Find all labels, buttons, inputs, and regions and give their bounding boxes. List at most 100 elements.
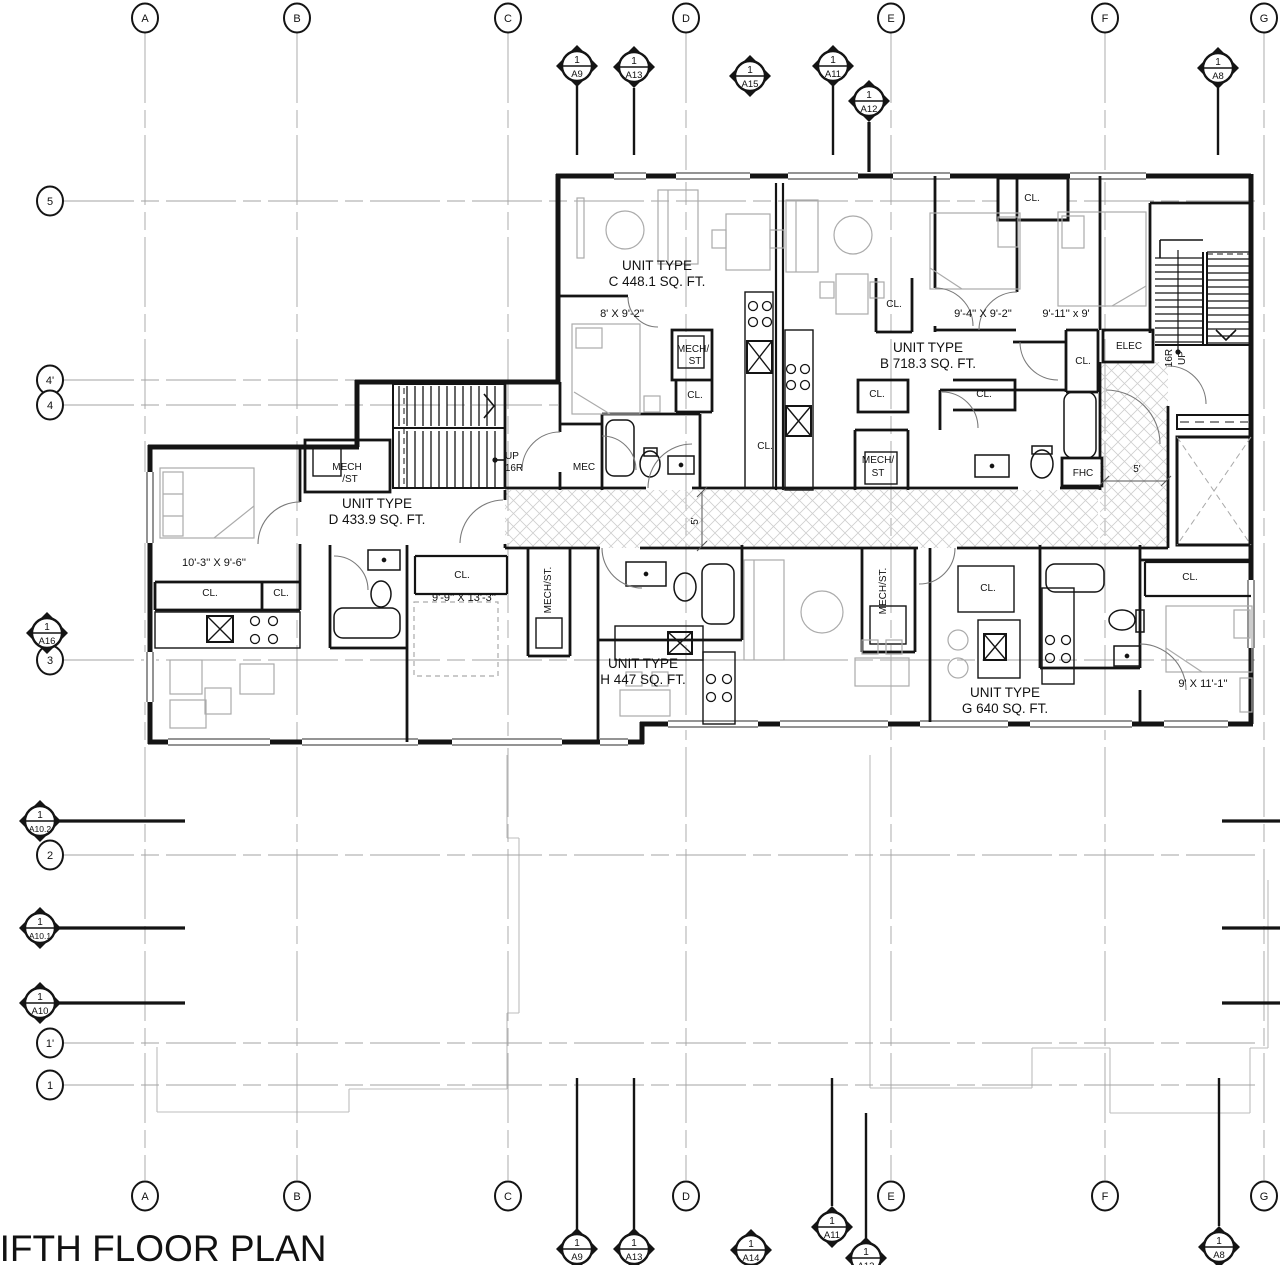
room-dimension: 8' X 9'-2'' <box>600 308 644 320</box>
svg-text:A: A <box>141 13 149 25</box>
svg-text:B: B <box>293 1191 300 1203</box>
svg-text:1: 1 <box>830 55 836 66</box>
unit-label-line2: D 433.9 SQ. FT. <box>329 512 426 527</box>
svg-text:A8: A8 <box>1212 71 1224 82</box>
bath-fixtures <box>333 391 1145 667</box>
room-label: MECH/ <box>677 344 709 355</box>
svg-text:E: E <box>887 1191 894 1203</box>
room-label: CL. <box>886 299 902 310</box>
svg-text:A: A <box>141 1191 149 1203</box>
room-label: CL. <box>202 588 218 599</box>
unit-label-line2: B 718.3 SQ. FT. <box>880 356 976 371</box>
unit-label-line2: C 448.1 SQ. FT. <box>609 274 706 289</box>
svg-text:1: 1 <box>574 55 580 66</box>
detail-callout-A9: 1A9 <box>556 45 598 155</box>
grid-bubble-A: A <box>131 2 159 34</box>
grid-bubble-B: B <box>283 2 311 34</box>
grid-bubble-G: G <box>1250 2 1278 34</box>
dimension-marks <box>492 250 1181 552</box>
svg-text:1: 1 <box>37 810 43 821</box>
svg-text:A10.2: A10.2 <box>29 824 51 834</box>
room-label: MECH/ST. <box>878 568 889 615</box>
svg-text:C: C <box>504 13 512 25</box>
svg-text:E: E <box>887 13 894 25</box>
svg-text:1': 1' <box>46 1038 54 1050</box>
svg-text:5: 5 <box>47 196 53 208</box>
svg-text:C: C <box>504 1191 512 1203</box>
room-label: ST <box>689 356 702 367</box>
room-label: CL. <box>1075 356 1091 367</box>
room-label: 5' <box>1133 464 1141 475</box>
svg-text:1: 1 <box>1216 1236 1222 1247</box>
svg-text:A12: A12 <box>858 1261 875 1265</box>
grid-bubble-C: C <box>494 1180 522 1212</box>
room-label: CL. <box>1182 572 1198 583</box>
unit-label-line2: H 447 SQ. FT. <box>600 672 686 687</box>
ghost-outline <box>156 755 1269 1114</box>
grid-bubble-C: C <box>494 2 522 34</box>
svg-text:A8: A8 <box>1213 1250 1225 1261</box>
svg-text:1: 1 <box>829 1216 835 1227</box>
unit-label-line1: UNIT TYPE <box>608 656 678 671</box>
svg-text:F: F <box>1102 13 1109 25</box>
elevator <box>1175 414 1253 547</box>
furniture <box>159 189 1253 729</box>
corridor-hatch <box>505 362 1168 548</box>
grid-bubble-1: 1 <box>36 1069 64 1101</box>
grid-bubble-E: E <box>877 2 905 34</box>
room-label: MECH/ <box>862 455 894 466</box>
room-label: CL. <box>273 588 289 599</box>
room-label: CL. <box>757 441 773 452</box>
room-label: 16R <box>505 463 523 474</box>
svg-text:1: 1 <box>631 1238 637 1249</box>
room-label: UP <box>505 451 519 462</box>
door-swings <box>257 287 1207 691</box>
svg-text:1: 1 <box>37 992 43 1003</box>
room-label: /ST <box>342 474 358 485</box>
grid-bubble-F: F <box>1091 2 1119 34</box>
drawing-title: FIFTH FLOOR PLAN <box>0 1228 327 1265</box>
room-label: UP <box>1177 351 1188 365</box>
room-label: MEC <box>573 462 595 473</box>
svg-text:1: 1 <box>574 1238 580 1249</box>
svg-text:A12: A12 <box>861 104 878 115</box>
svg-text:D: D <box>682 13 690 25</box>
unit-label-line1: UNIT TYPE <box>622 258 692 273</box>
svg-text:A14: A14 <box>743 1253 760 1264</box>
grid-bubble-2: 2 <box>36 839 64 871</box>
svg-text:A11: A11 <box>825 69 841 80</box>
svg-text:1: 1 <box>863 1247 869 1258</box>
grid-bubble-D: D <box>672 1180 700 1212</box>
room-label: CL. <box>976 389 992 400</box>
svg-text:A10.1: A10.1 <box>29 931 51 941</box>
svg-text:1: 1 <box>866 90 872 101</box>
room-dimension: 9' X 11'-1'' <box>1178 678 1227 690</box>
grid-bubble-B: B <box>283 1180 311 1212</box>
svg-text:F: F <box>1102 1191 1109 1203</box>
room-label: 5' <box>690 517 701 525</box>
unit-label-line2: G 640 SQ. FT. <box>962 701 1048 716</box>
svg-text:A9: A9 <box>571 1252 583 1263</box>
grid-bubble-5: 5 <box>36 185 64 217</box>
room-label: MECH <box>332 462 361 473</box>
svg-text:G: G <box>1260 13 1269 25</box>
grid-bubble-G: G <box>1250 1180 1278 1212</box>
svg-text:1: 1 <box>747 65 753 76</box>
svg-text:A9: A9 <box>571 69 583 80</box>
svg-text:1: 1 <box>748 1239 754 1250</box>
svg-text:A15: A15 <box>742 79 759 90</box>
room-label: ST <box>872 468 885 479</box>
grid-bubble-A: A <box>131 1180 159 1212</box>
svg-text:A13: A13 <box>626 70 643 81</box>
svg-text:2: 2 <box>47 850 53 862</box>
kitchen-fixtures <box>206 300 1072 703</box>
